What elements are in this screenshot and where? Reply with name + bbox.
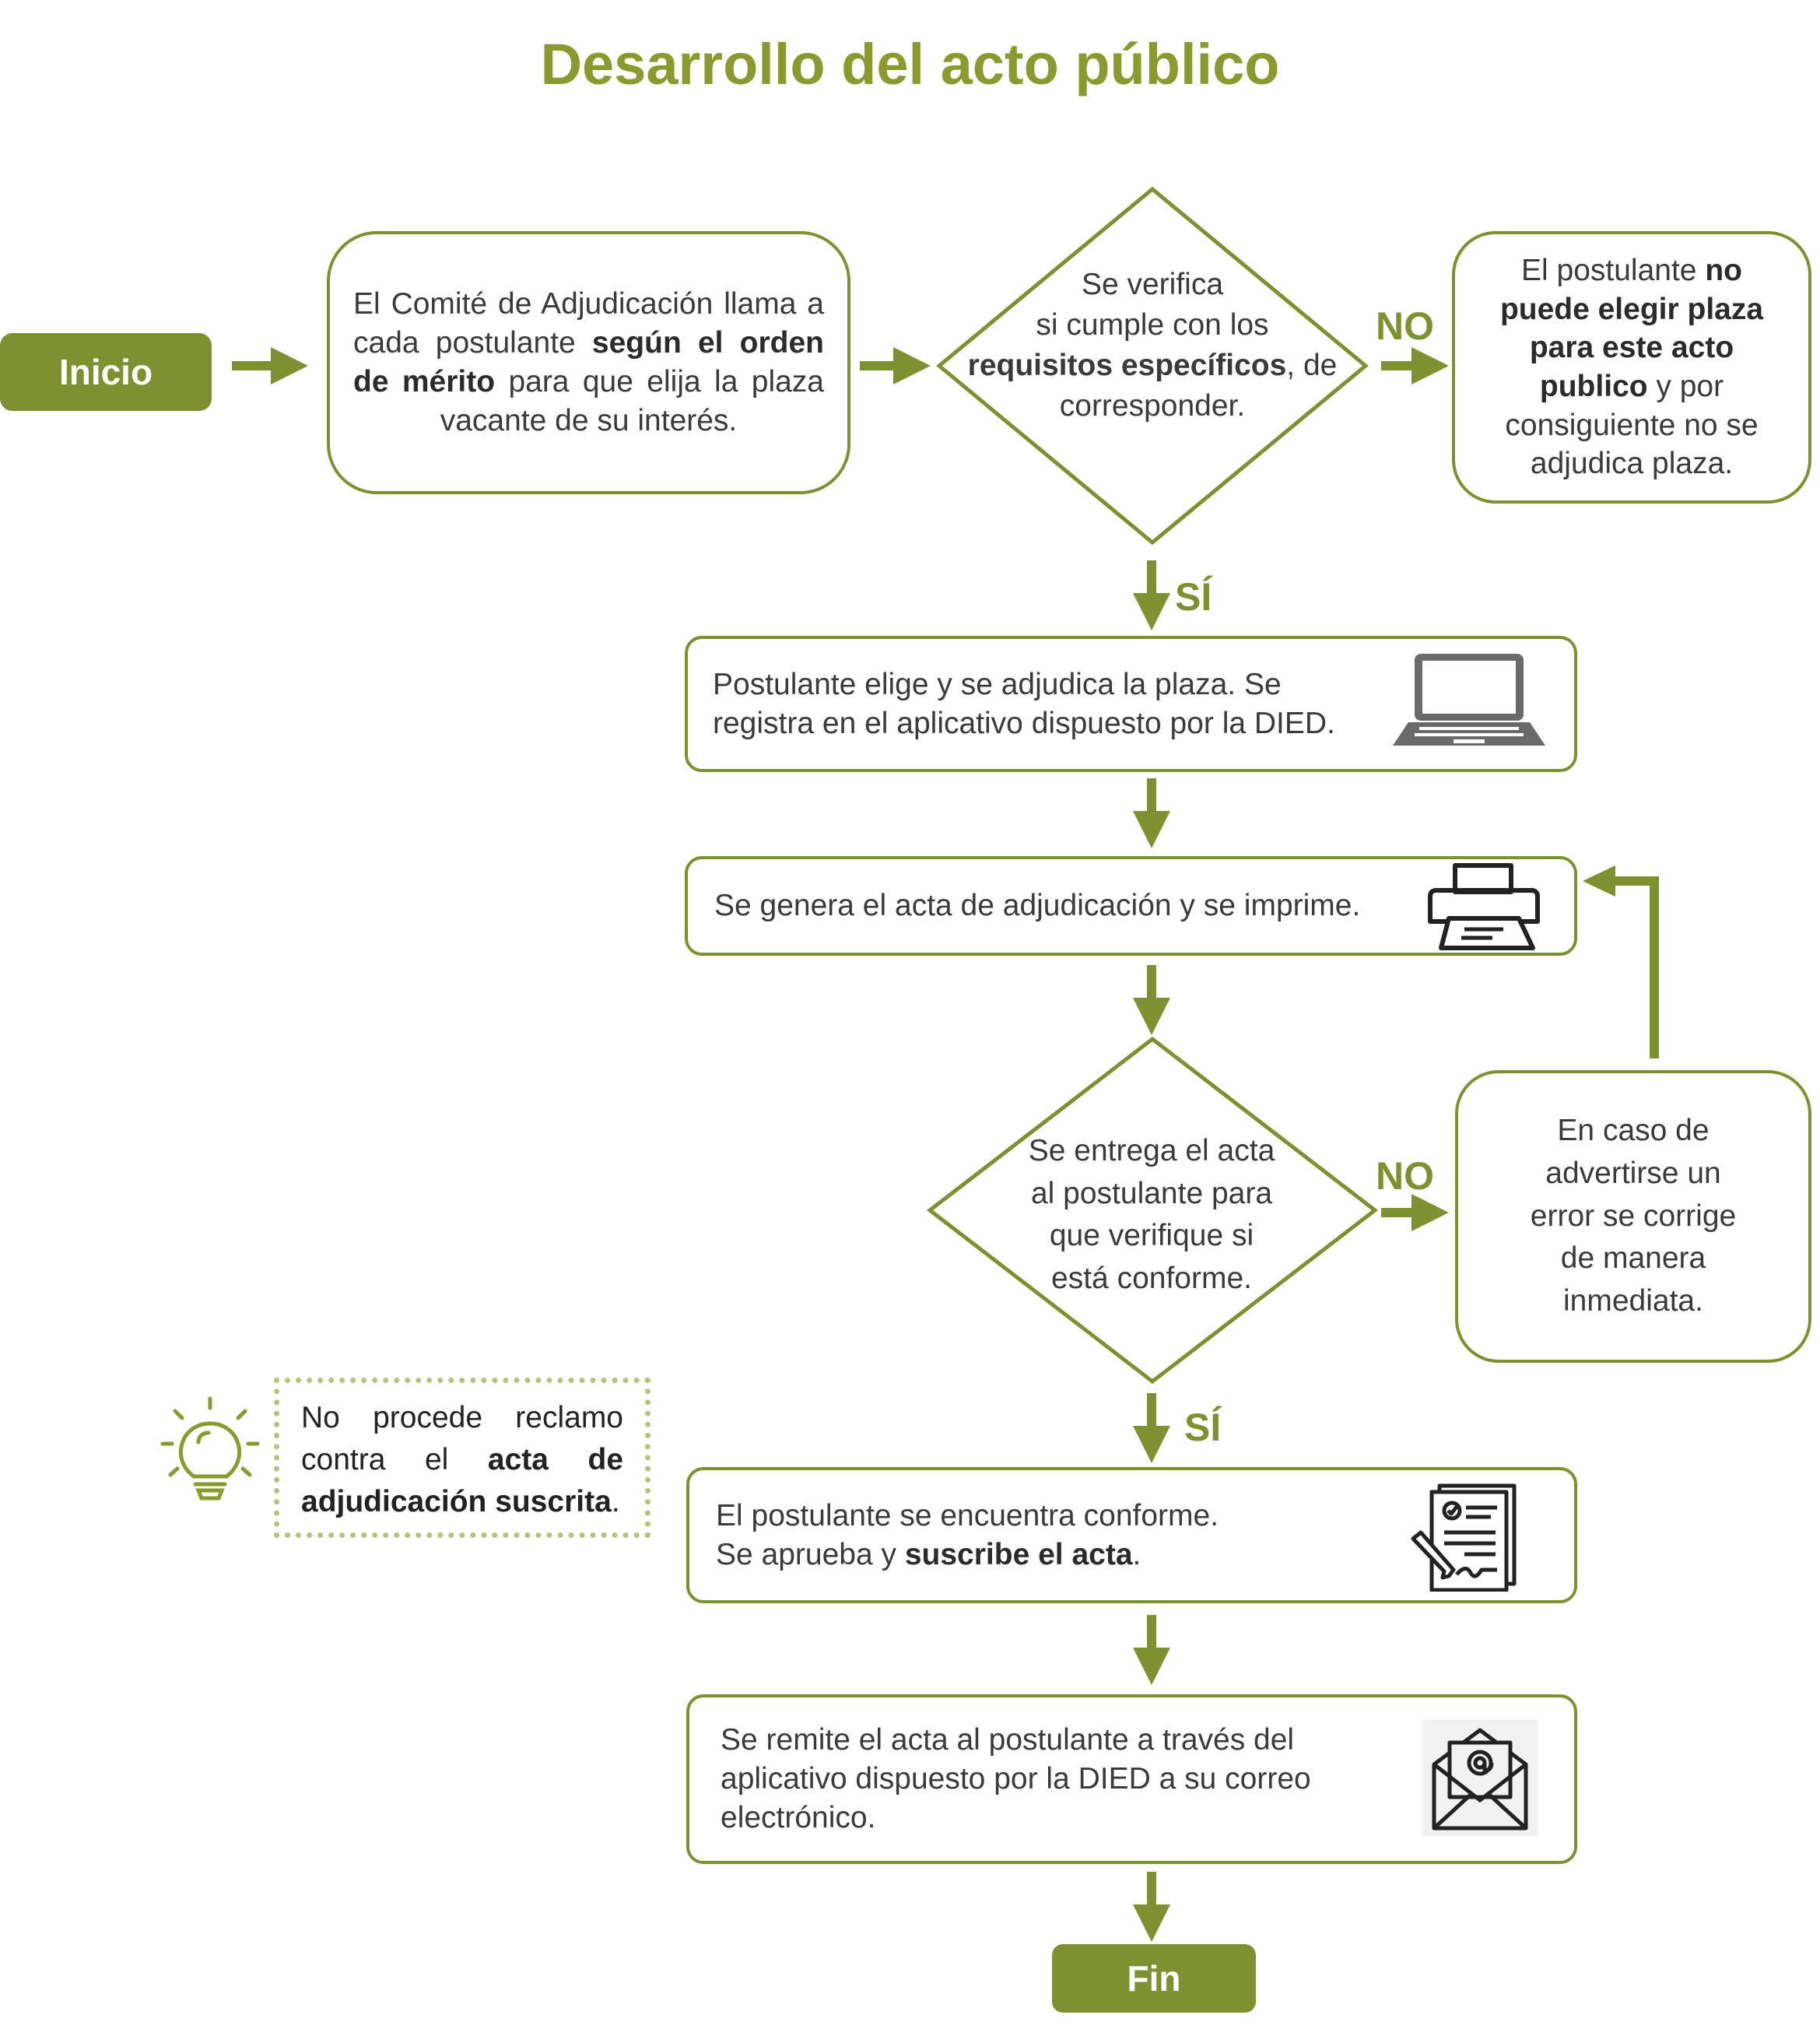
signed-document-icon <box>1411 1483 1517 1592</box>
branch-label-no: NO <box>1376 304 1434 348</box>
branch-label-yes: SÍ <box>1175 575 1212 619</box>
branch-label-no-2: NO <box>1376 1154 1434 1198</box>
laptop-icon <box>1393 654 1545 746</box>
step-call-candidate: El Comité de Adjudicación llama a cada p… <box>327 231 850 494</box>
decision-requirements-text: Se verifica si cumple con los requisitos… <box>967 268 1338 423</box>
page-title: Desarrollo del acto público <box>540 32 1280 97</box>
step-call-text-bold: según el orden de mérito <box>353 326 824 398</box>
decision-deliver-diamond <box>926 1036 1379 1385</box>
step-no-plaza: El postulante no puede elegir plaza para… <box>1452 231 1811 504</box>
decision-requirements-diamond <box>936 186 1369 546</box>
start-terminal: Inicio <box>0 333 212 411</box>
email-envelope-icon <box>1422 1719 1538 1836</box>
lightbulb-icon <box>160 1396 260 1501</box>
step-call-text-pre: El Comité de Adjudicación llama a cada p… <box>353 287 824 360</box>
printer-icon <box>1428 863 1540 950</box>
note-no-claim: No procede reclamo contra el acta de adj… <box>274 1378 651 1538</box>
step-correct-error: En caso de advertirse un error se corrig… <box>1455 1070 1811 1363</box>
branch-label-yes-2: SÍ <box>1184 1406 1222 1449</box>
step-sign-act: El postulante se encuentra conforme. Se … <box>686 1467 1577 1603</box>
step-call-text-post: para que elija la plaza vacante de su in… <box>440 365 824 437</box>
arrow-correct-to-print <box>1608 876 1659 1058</box>
end-terminal: Fin <box>1052 1944 1256 2013</box>
decision-deliver-text: Se entrega el acta al postulante para qu… <box>1028 1134 1275 1295</box>
